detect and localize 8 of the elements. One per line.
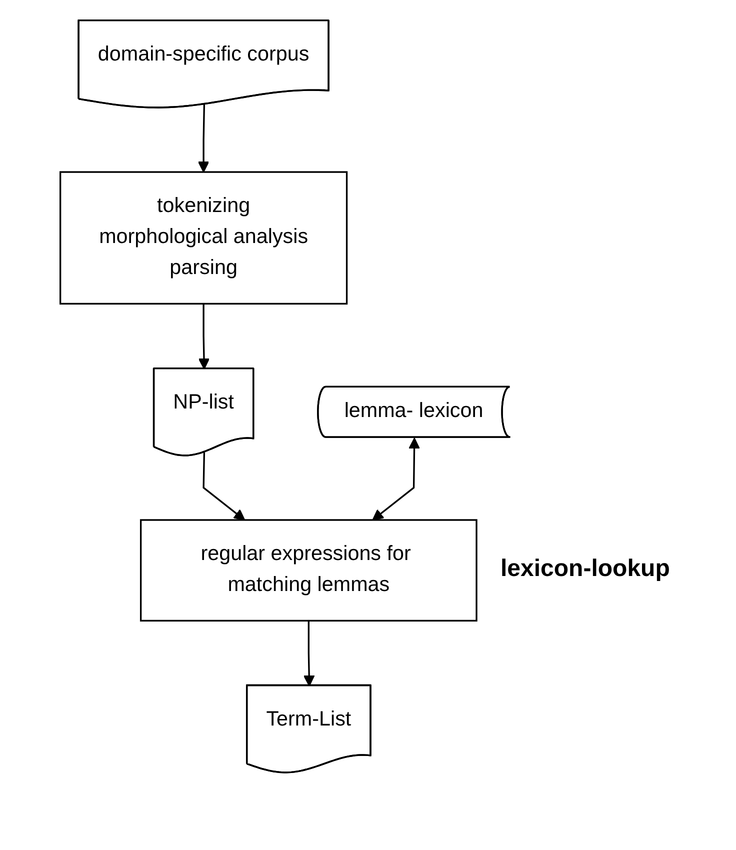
arrow — [303, 620, 315, 686]
arrow — [198, 104, 210, 173]
arrow — [372, 438, 420, 520]
stage-label: lexicon-lookup — [500, 555, 670, 584]
node-box: regular expressions for matching lemmas — [140, 519, 478, 622]
node-box: tokenizing morphological analysis parsing — [59, 171, 348, 305]
arrow — [202, 452, 246, 520]
arrow — [198, 304, 210, 370]
